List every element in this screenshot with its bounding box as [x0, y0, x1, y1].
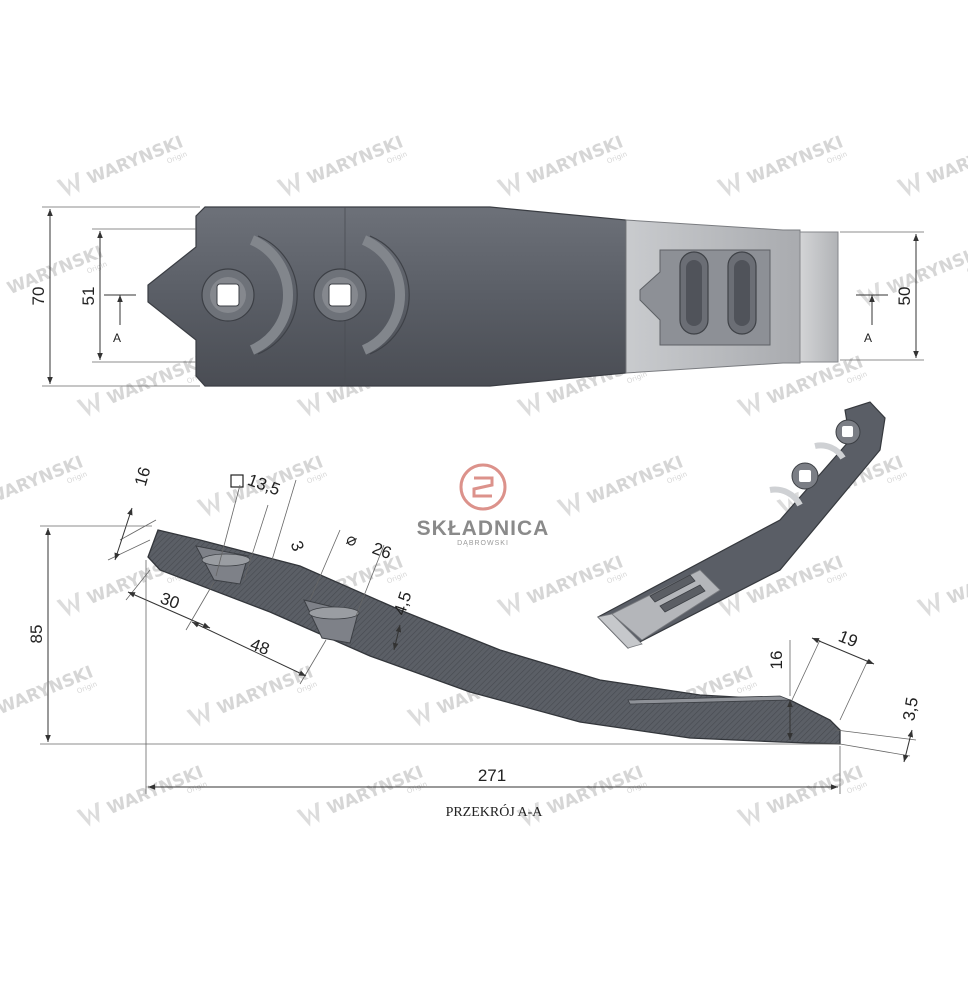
logo-subtitle: DĄBROWSKI	[457, 540, 509, 547]
svg-text:WARYNSKI: WARYNSKI	[944, 552, 968, 609]
dim-30: 30	[158, 589, 182, 613]
dim-4-5: 4,5	[390, 589, 415, 617]
dim-85: 85	[27, 625, 46, 644]
section-mark-left: A	[113, 331, 121, 345]
svg-text:WARYNSKI: WARYNSKI	[924, 132, 968, 189]
dim-diameter-26: ⌀	[344, 529, 360, 550]
dim-19: 19	[836, 627, 861, 652]
dim-51: 51	[79, 287, 98, 306]
skladnica-logo: SKŁADNICA DĄBROWSKI	[417, 463, 550, 547]
top-view: 70 51 A 50 A	[29, 206, 924, 387]
dim-50: 50	[895, 287, 914, 306]
svg-text:Origin: Origin	[966, 260, 968, 275]
dim-3-5: 3,5	[899, 696, 922, 723]
dim-271: 271	[478, 766, 506, 785]
isometric-view	[597, 401, 886, 649]
top-view-tip	[799, 231, 839, 363]
section-view: 16 13,5 3 ⌀ 26 4,5 30 48 85 271	[27, 465, 922, 820]
section-mark-right: A	[864, 331, 872, 345]
dim-3: 3	[287, 538, 308, 553]
section-profile	[147, 529, 841, 745]
section-caption: PRZEKRÓJ A-A	[446, 803, 544, 820]
logo-name: SKŁADNICA	[417, 517, 550, 540]
dim-48: 48	[248, 635, 272, 659]
bolt-hole-1	[201, 235, 298, 355]
bolt-hole-2	[313, 235, 410, 355]
dim-16-right: 16	[767, 651, 786, 670]
dim-70: 70	[29, 287, 48, 306]
dim-16-left: 16	[131, 465, 154, 488]
